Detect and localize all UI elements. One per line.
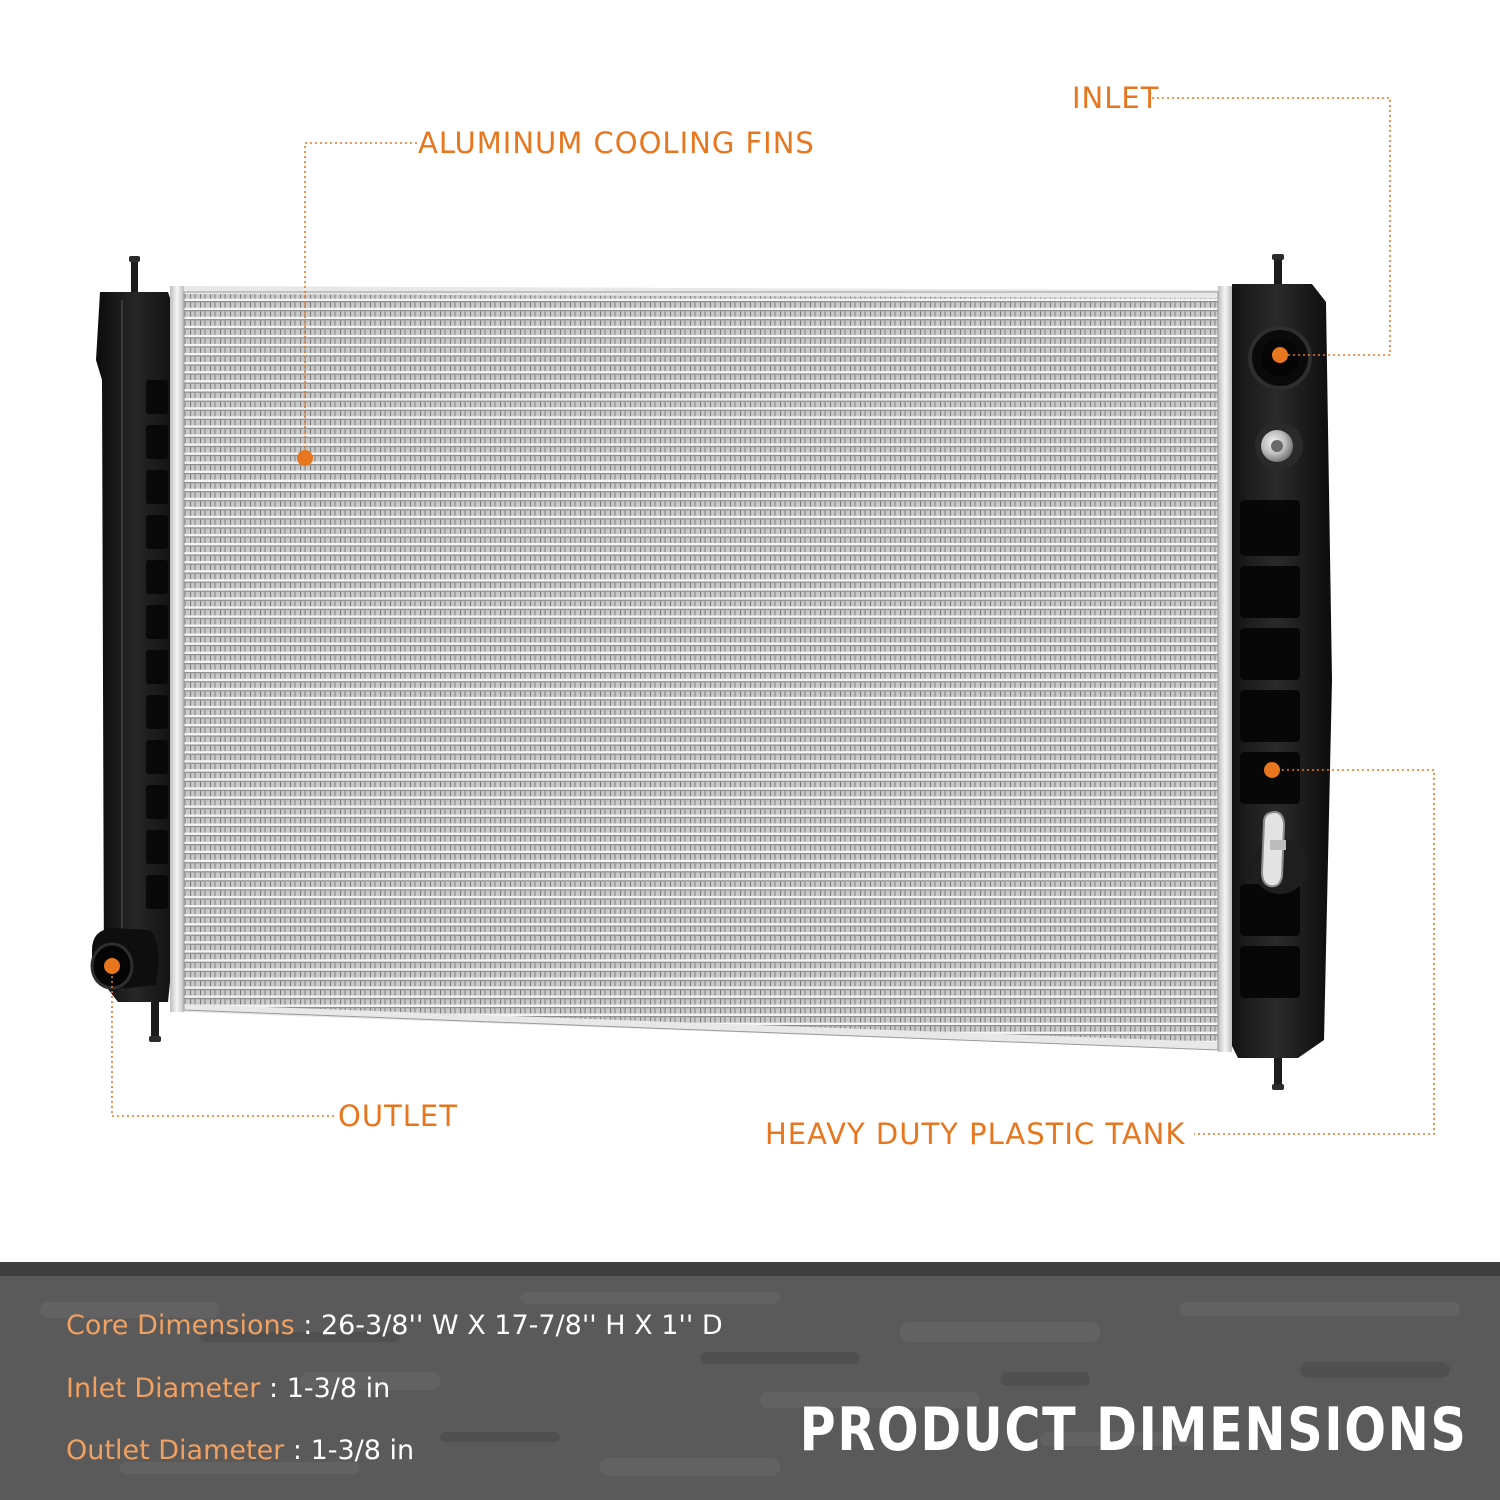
- spec-core-dimensions: Core Dimensions : 26-3/8'' W X 17-7/8'' …: [66, 1312, 723, 1339]
- spec-label: Outlet Diameter: [66, 1435, 285, 1466]
- spec-label: Inlet Diameter: [66, 1373, 261, 1404]
- tank-marker-dot: [1264, 762, 1280, 778]
- radiator-image: [90, 97, 1435, 1135]
- callout-markers: [104, 347, 1288, 974]
- left-side-rail: [170, 286, 184, 1012]
- spec-separator: :: [269, 1373, 287, 1404]
- spec-value: 1-3/8 in: [310, 1435, 415, 1466]
- panel-title: PRODUCT DIMENSIONS: [800, 1395, 1468, 1465]
- grunge-texture: [0, 1262, 1500, 1476]
- fins-marker-dot: [297, 450, 313, 466]
- spec-label: Core Dimensions: [66, 1310, 295, 1341]
- spec-inlet-diameter: Inlet Diameter : 1-3/8 in: [66, 1375, 390, 1402]
- inlet-marker-dot: [1272, 347, 1288, 363]
- product-illustration: ALUMINUM COOLING FINS INLET OUTLET HEAVY…: [90, 81, 1435, 1151]
- spec-separator: :: [303, 1310, 321, 1341]
- inlet-leader-line: [1152, 97, 1391, 356]
- right-side-rail: [1218, 286, 1232, 1052]
- callout-heavy-duty-plastic-tank: HEAVY DUTY PLASTIC TANK: [765, 1117, 1186, 1151]
- callout-outlet: OUTLET: [338, 1099, 458, 1133]
- spec-value: 26-3/8'' W X 17-7/8'' H X 1'' D: [320, 1310, 723, 1341]
- aluminum-core: [183, 286, 1219, 1051]
- product-dimensions-panel: [0, 1262, 1500, 1500]
- left-plastic-tank: [90, 256, 174, 1042]
- spec-outlet-diameter: Outlet Diameter : 1-3/8 in: [66, 1437, 414, 1464]
- callout-aluminum-cooling-fins: ALUMINUM COOLING FINS: [418, 126, 815, 160]
- fins-leader-line: [304, 142, 418, 458]
- outlet-leader-line: [111, 966, 336, 1117]
- spec-value: 1-3/8 in: [286, 1373, 391, 1404]
- tank-leader-line: [1194, 769, 1435, 1135]
- spec-separator: :: [292, 1435, 311, 1466]
- callout-leaders: [111, 97, 1435, 1135]
- outlet-marker-dot: [104, 958, 120, 974]
- callout-inlet: INLET: [1072, 81, 1160, 115]
- right-plastic-tank: [1232, 254, 1332, 1090]
